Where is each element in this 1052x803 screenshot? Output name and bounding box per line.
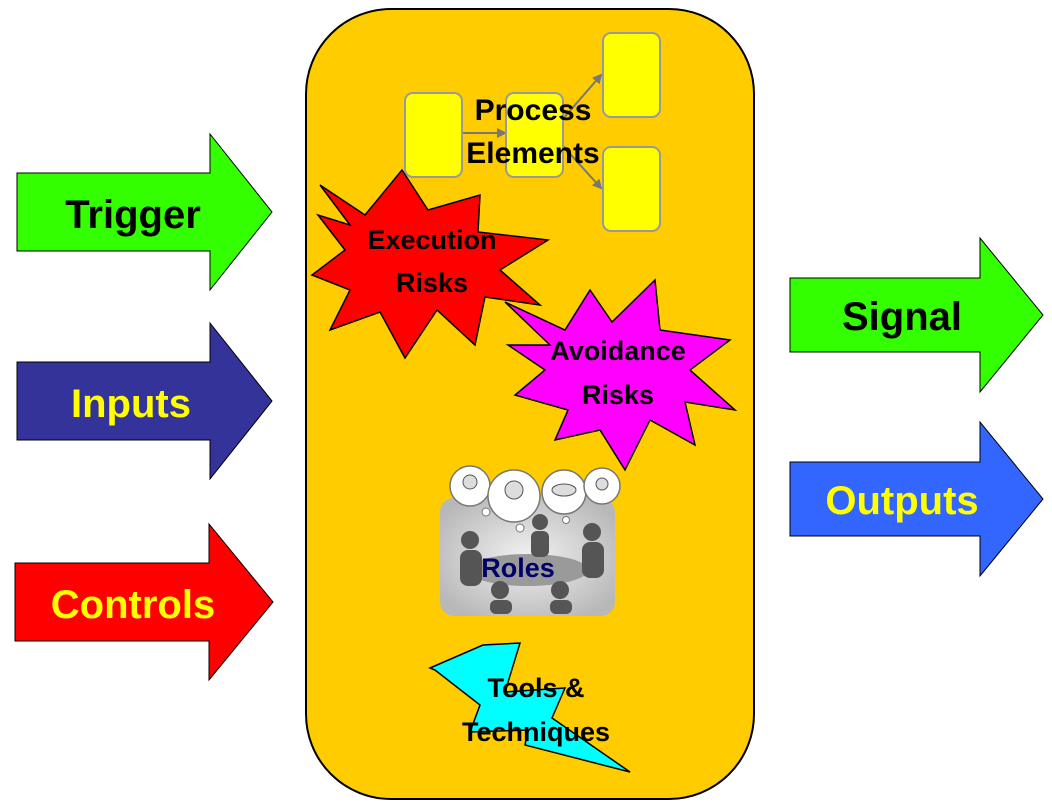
meeting-people	[460, 514, 604, 614]
roles-clipart: Roles	[440, 465, 621, 616]
tools-label-line2: Techniques	[462, 717, 610, 747]
controls-arrow: Controls	[14, 522, 274, 682]
tools-lightning: Tools & Techniques	[428, 642, 631, 773]
avoidance-risks-burst: Avoidance Risks	[504, 278, 738, 472]
trigger-arrow: Trigger	[16, 132, 273, 292]
inputs-arrow: Inputs	[16, 321, 273, 481]
avoidance-risks-label-line2: Risks	[582, 380, 654, 410]
execution-risks-burst: Execution Risks	[310, 168, 551, 360]
tools-label-line1: Tools &	[488, 673, 585, 703]
signal-label: Signal	[842, 295, 962, 339]
process-elements-label-line2: Elements	[466, 137, 599, 170]
process-element-box-1	[404, 92, 463, 178]
execution-risks-label-line2: Risks	[396, 268, 468, 298]
lightbulb-bubbles	[449, 465, 621, 533]
roles-label: Roles	[481, 553, 555, 583]
outputs-label: Outputs	[825, 479, 978, 523]
inputs-label: Inputs	[71, 382, 191, 426]
process-element-box-3	[602, 32, 661, 118]
signal-arrow: Signal	[789, 236, 1044, 394]
avoidance-risks-label-line1: Avoidance	[550, 336, 686, 366]
controls-label: Controls	[51, 583, 215, 627]
process-elements-label-line1: Process	[475, 94, 592, 127]
trigger-label: Trigger	[65, 193, 201, 237]
process-element-box-4	[602, 146, 661, 232]
execution-risks-label-line1: Execution	[367, 225, 496, 255]
outputs-arrow: Outputs	[789, 420, 1044, 578]
process-element-box-2	[505, 92, 564, 178]
process-elements-flow: Process Elements	[404, 32, 661, 232]
